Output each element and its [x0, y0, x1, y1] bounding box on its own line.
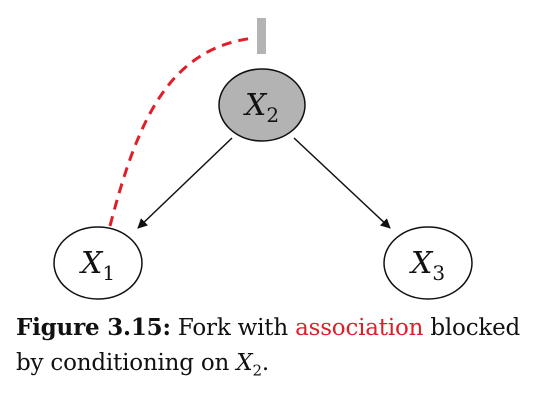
- node-x3-label: X3: [409, 246, 445, 285]
- caption-text-end: .: [261, 350, 269, 376]
- node-x2-label: X2: [243, 88, 279, 127]
- node-x2-shape: [218, 68, 306, 142]
- figure-caption: Figure 3.15: Fork with association block…: [16, 310, 526, 381]
- node-x2: X2: [218, 68, 306, 142]
- caption-text-post: blocked by conditioning on: [16, 315, 521, 376]
- figure-label: Figure 3.15:: [16, 314, 171, 341]
- caption-text-pre: Fork with: [177, 315, 296, 341]
- association-path: [108, 36, 255, 227]
- node-x3: X3: [383, 226, 473, 300]
- blocked-marker: [257, 18, 266, 54]
- caption-math-x2: X2: [236, 350, 262, 380]
- caption-association-link[interactable]: association: [295, 315, 424, 341]
- fork-diagram: X2 X1 X3: [53, 18, 473, 300]
- edge-x2-x3: [293, 137, 391, 229]
- node-x3-shape: [383, 226, 473, 300]
- node-x1: X1: [53, 226, 143, 300]
- edge-x2-x1: [137, 137, 233, 229]
- node-x1-label: X1: [79, 246, 115, 285]
- node-x1-shape: [53, 226, 143, 300]
